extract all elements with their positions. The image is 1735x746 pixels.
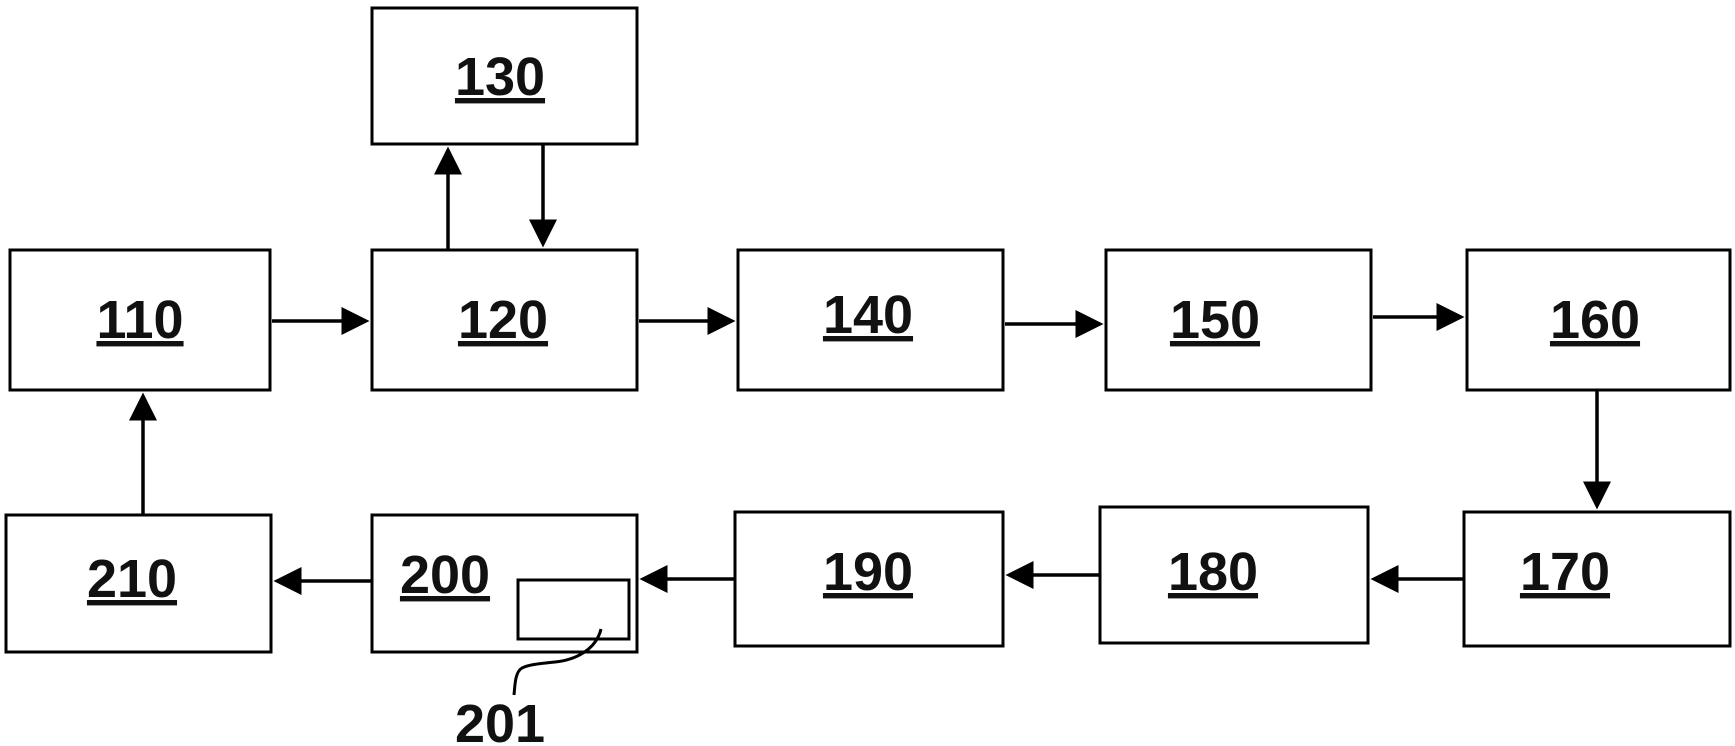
block-130-label: 130 — [455, 47, 545, 107]
reference-label-201: 201 — [455, 694, 545, 746]
block-140-label: 140 — [823, 285, 913, 345]
block-210: 210 — [4, 513, 273, 654]
block-150: 150 — [1104, 248, 1373, 392]
block-200: 200 — [370, 513, 639, 654]
block-190: 190 — [733, 510, 1005, 648]
block-210-label: 210 — [87, 549, 177, 609]
block-140: 140 — [736, 248, 1005, 392]
block-120-label: 120 — [458, 290, 548, 350]
block-110-label: 110 — [96, 290, 183, 350]
block-160-label: 160 — [1550, 290, 1640, 350]
block-190-label: 190 — [823, 542, 913, 602]
block-130: 130 — [370, 6, 639, 146]
block-200-label: 200 — [400, 545, 490, 605]
subcomponent-201-box — [516, 578, 631, 641]
block-170-label: 170 — [1520, 542, 1610, 602]
block-110: 110 — [8, 248, 272, 392]
block-120: 120 — [370, 248, 639, 392]
block-170: 170 — [1462, 510, 1732, 648]
block-180: 180 — [1098, 505, 1370, 645]
block-180-label: 180 — [1168, 542, 1258, 602]
leader-line-201 — [512, 628, 603, 696]
block-150-label: 150 — [1170, 290, 1260, 350]
block-160: 160 — [1465, 248, 1732, 392]
